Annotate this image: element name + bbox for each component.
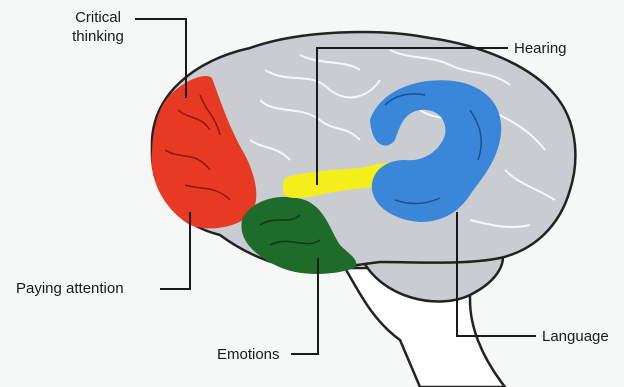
- label-paying-attention: Paying attention: [16, 279, 124, 298]
- label-hearing: Hearing: [514, 39, 567, 58]
- label-critical-thinking-line2: thinking: [66, 27, 130, 46]
- label-language: Language: [542, 327, 609, 346]
- leader-paying-attention: [160, 212, 190, 289]
- label-critical-thinking-line1: Critical: [66, 8, 130, 27]
- label-emotions: Emotions: [217, 345, 280, 364]
- label-critical-thinking: Critical thinking: [66, 8, 130, 46]
